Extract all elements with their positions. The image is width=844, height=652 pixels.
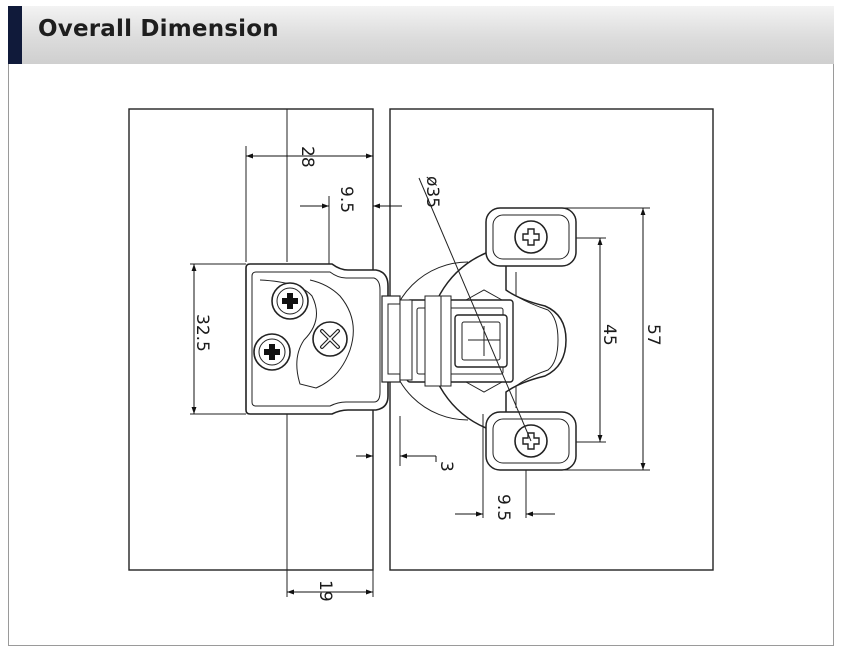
dim-3-label: 3 [436, 461, 456, 472]
screw-phillips-icon [271, 282, 309, 320]
dim-28-label: 28 [297, 146, 317, 168]
page-title: Overall Dimension [38, 16, 279, 42]
dim-9-5-top-label: 9.5 [336, 186, 356, 213]
dimension-lines [191, 153, 646, 595]
hinge-arm [406, 289, 514, 393]
dim-57-label: 57 [643, 324, 663, 346]
screw-phillips-icon [514, 220, 548, 254]
screw-phillips-icon [253, 333, 291, 371]
header-accent-bar [8, 6, 22, 64]
screw-cross-slot-icon [312, 321, 348, 357]
dim-diameter-35-label: ø35 [422, 176, 442, 208]
dim-45-label: 45 [599, 324, 619, 346]
dim-19-label: 19 [315, 580, 335, 602]
dim-9-5-bottom-label: 9.5 [493, 494, 513, 521]
dim-32-5-label: 32.5 [192, 314, 212, 352]
center-lines [418, 177, 532, 442]
section-header [8, 6, 834, 64]
